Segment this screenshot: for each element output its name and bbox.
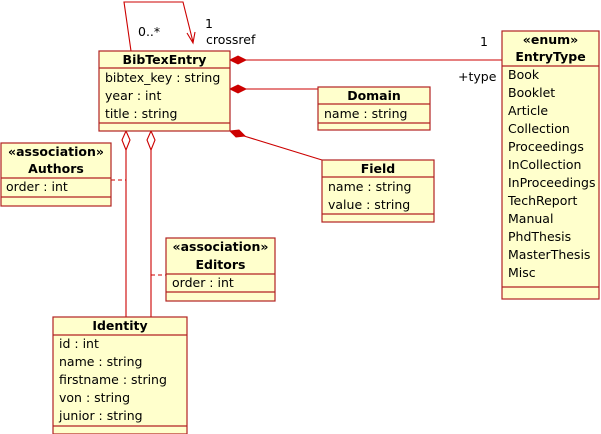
crossref-role: crossref [206, 32, 256, 47]
enum-literal: Book [508, 67, 540, 82]
enum-literal: InProceedings [508, 175, 595, 190]
enum-literal: Article [508, 103, 548, 118]
crossref-arrowhead [186, 31, 196, 45]
enum-literal: Manual [508, 211, 553, 226]
class-attribute: title : string [105, 106, 177, 121]
class-attribute: name : string [328, 179, 412, 194]
class-attribute: value : string [328, 197, 410, 212]
class-stereotype: «association» [8, 144, 104, 159]
enum-literal: PhdThesis [508, 229, 571, 244]
class-identity[interactable]: Identity id : int name : string firstnam… [52, 316, 188, 434]
class-box [98, 50, 231, 132]
class-bibtexentry[interactable]: BibTexEntry bibtex_key : string year : i… [98, 50, 231, 132]
domain-composition-diamond [228, 84, 248, 94]
class-attribute: name : string [59, 354, 143, 369]
class-attribute: von : string [59, 390, 130, 405]
class-box [52, 316, 188, 434]
editors-aggregation-diamond [146, 129, 156, 152]
class-box [0, 142, 112, 207]
class-attribute: year : int [105, 88, 161, 103]
enum-literal: TechReport [507, 193, 578, 208]
field-composition-diamond [228, 129, 247, 138]
enum-entrytype[interactable]: «enum» EntryType Book Booklet Article Co… [501, 30, 600, 300]
class-name: Authors [28, 161, 84, 176]
class-name: Domain [347, 88, 401, 103]
field-composition-line [243, 135, 323, 161]
class-box [321, 159, 435, 223]
class-field[interactable]: Field name : string value : string [321, 159, 435, 223]
enum-literal: Booklet [508, 85, 555, 100]
class-name: Field [361, 161, 396, 176]
class-attribute: id : int [59, 336, 99, 351]
class-name: BibTexEntry [123, 52, 207, 67]
enum-literal: InCollection [508, 157, 581, 172]
enum-literal: MasterThesis [508, 247, 590, 262]
class-name: EntryType [515, 49, 585, 64]
class-box [501, 30, 600, 300]
class-domain[interactable]: Domain name : string [317, 86, 431, 131]
class-attribute: junior : string [58, 408, 143, 423]
crossref-source-multiplicity: 0..* [138, 24, 160, 39]
class-attribute: bibtex_key : string [105, 70, 220, 85]
class-name: Identity [92, 318, 147, 333]
class-box [165, 237, 276, 302]
crossref-target-multiplicity: 1 [205, 16, 213, 31]
class-name: Editors [196, 257, 246, 272]
association-class-editors[interactable]: «association» Editors order : int [165, 237, 276, 302]
enum-literal: Collection [508, 121, 570, 136]
enum-literal: Proceedings [508, 139, 584, 154]
association-class-authors[interactable]: «association» Authors order : int [0, 142, 112, 207]
class-attribute: order : int [172, 275, 234, 290]
crossref-self-association [123, 1, 194, 52]
authors-aggregation-diamond [121, 129, 131, 152]
entrytype-role: +type [458, 69, 497, 84]
class-stereotype: «association» [173, 239, 269, 254]
enum-literal: Misc [508, 265, 536, 280]
class-attribute: name : string [324, 106, 408, 121]
class-attribute: firstname : string [59, 372, 167, 387]
class-stereotype: «enum» [523, 32, 578, 47]
class-attribute: order : int [6, 179, 68, 194]
entrytype-multiplicity: 1 [480, 34, 488, 49]
entrytype-composition-diamond [228, 55, 248, 65]
